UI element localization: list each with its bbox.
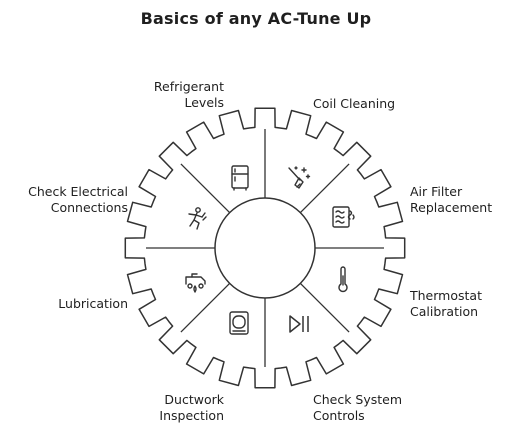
segment-divider xyxy=(299,282,350,333)
label-air-filter-replacement: Air Filter Replacement xyxy=(410,184,493,215)
electrical-worker-icon xyxy=(188,207,207,230)
label-check-system-controls: Check System Controls xyxy=(313,392,403,423)
segment-dividers xyxy=(146,129,384,367)
label-thermostat-calibration: Thermostat Calibration xyxy=(410,288,482,319)
thermometer-icon xyxy=(338,266,348,293)
label-check-electrical-connections: Check Electrical Connections xyxy=(28,184,128,215)
label-ductwork-inspection: Ductwork Inspection xyxy=(159,392,224,423)
label-lubrication: Lubrication xyxy=(58,296,128,311)
play-pause-icon xyxy=(289,315,309,333)
segment-divider xyxy=(299,163,350,214)
air-vent-icon xyxy=(332,206,355,228)
cleaning-sparkle-icon xyxy=(288,166,311,189)
diagram-title: Basics of any AC-Tune Up xyxy=(140,9,372,28)
air-conditioner-icon xyxy=(229,311,249,335)
segment-divider xyxy=(180,282,231,333)
segment-divider xyxy=(180,163,231,214)
label-coil-cleaning: Coil Cleaning xyxy=(313,96,396,111)
refrigerator-icon xyxy=(231,165,249,191)
gear-hub xyxy=(214,197,316,299)
oil-can-icon xyxy=(185,273,206,293)
label-refrigerant-levels: Refrigerant Levels xyxy=(153,79,224,110)
